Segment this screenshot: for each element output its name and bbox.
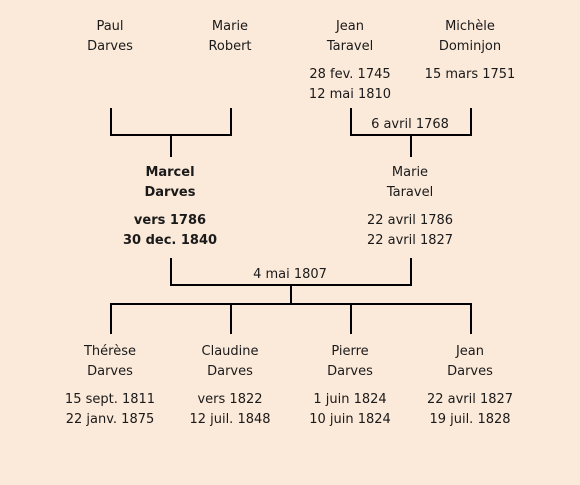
person-paul-darves: Paul Darves	[40, 17, 180, 57]
first-name: Marie	[391, 165, 429, 180]
birth-date: vers 1786	[133, 213, 207, 228]
person-pierre-darves: Pierre Darves 1 juin 1824 10 juin 1824	[280, 342, 420, 430]
last-name: Taravel	[326, 39, 374, 54]
marriage-date-taravel-dominjon: 6 avril 1768	[371, 117, 449, 132]
birth-date: 15 mars 1751	[424, 67, 516, 82]
person-jean-taravel: Jean Taravel 28 fev. 1745 12 mai 1810	[280, 17, 420, 105]
birth-date: 22 avril 1827	[426, 392, 514, 407]
first-name: Jean	[455, 344, 485, 359]
birth-date: 28 fev. 1745	[309, 67, 391, 82]
death-date: 19 juil. 1828	[429, 412, 511, 427]
birth-date: 1 juin 1824	[313, 392, 387, 407]
first-name: Pierre	[331, 344, 369, 359]
person-marie-taravel: Marie Taravel 22 avril 1786 22 avril 182…	[340, 163, 480, 251]
last-name: Darves	[447, 364, 493, 379]
first-name: Thérèse	[83, 344, 136, 359]
birth-date: 15 sept. 1811	[64, 392, 156, 407]
person-michele-dominjon: Michèle Dominjon 15 mars 1751	[400, 17, 540, 85]
birth-date: 22 avril 1786	[366, 213, 454, 228]
death-date: 22 janv. 1875	[65, 412, 155, 427]
last-name: Taravel	[386, 185, 434, 200]
first-name: Marie	[211, 19, 249, 34]
birth-date: vers 1822	[197, 392, 263, 407]
death-date: 12 mai 1810	[308, 87, 392, 102]
person-marie-robert: Marie Robert	[160, 17, 300, 57]
marriage-date-darves-taravel: 4 mai 1807	[253, 267, 327, 282]
first-name: Jean	[335, 19, 365, 34]
person-jean-darves: Jean Darves 22 avril 1827 19 juil. 1828	[400, 342, 540, 430]
death-date: 12 juil. 1848	[189, 412, 271, 427]
last-name: Darves	[144, 185, 196, 200]
person-marcel-darves: Marcel Darves vers 1786 30 dec. 1840	[100, 163, 240, 251]
last-name: Darves	[207, 364, 253, 379]
last-name: Dominjon	[438, 39, 502, 54]
death-date: 10 juin 1824	[309, 412, 391, 427]
first-name: Claudine	[201, 344, 259, 359]
death-date: 22 avril 1827	[366, 233, 454, 248]
last-name: Darves	[87, 364, 133, 379]
person-claudine-darves: Claudine Darves vers 1822 12 juil. 1848	[160, 342, 300, 430]
death-date: 30 dec. 1840	[122, 233, 218, 248]
last-name: Darves	[327, 364, 373, 379]
first-name: Marcel	[145, 165, 195, 180]
last-name: Robert	[208, 39, 252, 54]
person-therese-darves: Thérèse Darves 15 sept. 1811 22 janv. 18…	[40, 342, 180, 430]
first-name: Paul	[96, 19, 124, 34]
last-name: Darves	[87, 39, 133, 54]
first-name: Michèle	[445, 19, 495, 34]
